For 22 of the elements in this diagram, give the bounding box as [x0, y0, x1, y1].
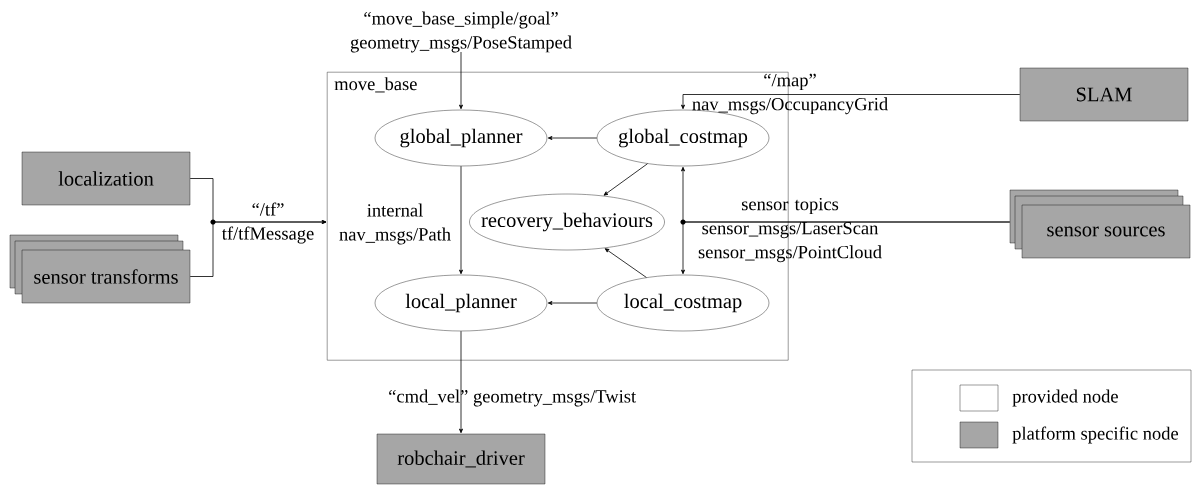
arrow — [459, 165, 463, 275]
legend-label: platform specific node — [1012, 426, 1179, 444]
platform-box: robchair_driver — [376, 433, 546, 485]
arrow — [681, 94, 1021, 110]
stacked-box: sensor transforms — [9, 234, 191, 304]
platform-box: localization — [21, 151, 191, 206]
edge-label: “cmd_vel” geometry_msgs/Twist — [389, 389, 637, 407]
arrow — [459, 51, 463, 110]
arrow — [189, 220, 327, 277]
arrow — [681, 221, 1011, 275]
edge-label: internal nav_msgs/Path — [339, 203, 451, 245]
platform-box: SLAM — [1019, 67, 1189, 122]
arrow — [459, 330, 463, 434]
edge-label: “/tf” tf/tfMessage — [221, 202, 314, 244]
edge-label: “move_base_simple/goal” geometry_msgs/PoseStamped — [350, 11, 572, 53]
arrow — [604, 248, 647, 278]
legend-label: provided node — [1012, 389, 1118, 407]
arrow — [603, 163, 648, 196]
arrow — [547, 136, 598, 140]
stacked-box: sensor sources — [1009, 189, 1191, 259]
edge-label: sensor topics sensor_msgs/LaserScan sensor_msgs/PointCloud — [698, 197, 882, 263]
arrow — [547, 301, 598, 305]
